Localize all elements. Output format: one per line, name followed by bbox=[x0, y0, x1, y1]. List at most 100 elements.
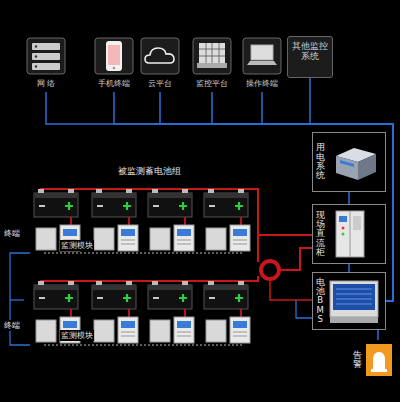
plus-sign bbox=[65, 294, 73, 302]
minus-sign bbox=[209, 297, 215, 299]
battery-cell bbox=[204, 193, 248, 198]
battery-cell bbox=[148, 193, 192, 217]
monitor-module bbox=[177, 229, 191, 236]
bus-line bbox=[44, 253, 244, 254]
monitor-module bbox=[174, 225, 194, 251]
battery-terminal bbox=[208, 281, 214, 285]
monitor-module bbox=[233, 321, 247, 328]
device-icon bbox=[328, 277, 380, 325]
battery-terminal bbox=[182, 189, 188, 193]
battery-terminal bbox=[208, 189, 214, 193]
icon-node: 监控平台 bbox=[190, 36, 234, 92]
node-label: 操作终端 bbox=[240, 79, 284, 88]
minus-sign bbox=[97, 297, 103, 299]
battery-terminal bbox=[96, 189, 102, 193]
icon-node: 云平台 bbox=[138, 36, 182, 92]
node-label: 现场直流柜 bbox=[316, 211, 325, 258]
monitor-module bbox=[177, 321, 191, 328]
part-label: 终端 bbox=[3, 320, 21, 331]
monitor-module bbox=[121, 240, 135, 244]
plus-sign bbox=[123, 202, 131, 210]
battery-cell bbox=[34, 193, 78, 198]
battery-cell bbox=[204, 285, 248, 290]
part-label: 监测模块 bbox=[60, 240, 94, 251]
system-box: 其他监控系统 bbox=[287, 36, 333, 78]
comm-line bbox=[10, 299, 24, 300]
node-label: 云平台 bbox=[138, 79, 182, 88]
minus-sign bbox=[39, 297, 45, 299]
monitor-module bbox=[36, 228, 56, 250]
connector-line bbox=[348, 192, 350, 204]
battery-terminal bbox=[68, 281, 74, 285]
monitor-module bbox=[177, 240, 191, 244]
plus-sign bbox=[65, 202, 73, 210]
battery-cell bbox=[92, 285, 136, 290]
device-icon bbox=[328, 140, 380, 184]
battery-cell bbox=[34, 193, 78, 217]
battery-terminal bbox=[238, 281, 244, 285]
battery-cell bbox=[34, 285, 78, 309]
connector-line bbox=[348, 264, 350, 272]
monitor-module bbox=[233, 240, 247, 244]
device-icon bbox=[328, 208, 372, 260]
battery-cell bbox=[34, 285, 78, 290]
icon-node: 手机终端 bbox=[92, 36, 136, 92]
connector bbox=[349, 264, 350, 272]
part-label: 监测模块 bbox=[60, 330, 94, 341]
battery-wire bbox=[244, 189, 258, 262]
device-icon bbox=[191, 36, 233, 76]
plus-sign bbox=[179, 294, 187, 302]
battery-terminal bbox=[152, 189, 158, 193]
device-icon bbox=[93, 36, 135, 76]
monitor-module bbox=[121, 332, 135, 336]
minus-sign bbox=[39, 205, 45, 207]
battery-terminal bbox=[38, 189, 44, 193]
battery-terminal bbox=[238, 189, 244, 193]
battery-terminal bbox=[68, 189, 74, 193]
device-box: 告警 bbox=[350, 340, 396, 380]
monitor-module bbox=[150, 320, 170, 342]
monitor-module bbox=[177, 332, 191, 336]
power-wire bbox=[280, 248, 312, 270]
battery-cell bbox=[204, 193, 248, 217]
monitor-module bbox=[121, 229, 135, 236]
device-box: 用电系统 bbox=[312, 132, 386, 192]
battery-cell bbox=[92, 285, 136, 309]
connector-line bbox=[310, 78, 393, 301]
device-box: 现场直流柜 bbox=[312, 204, 386, 264]
minus-sign bbox=[153, 205, 159, 207]
icon-node: 操作终端 bbox=[240, 36, 284, 92]
node-label: 手机终端 bbox=[92, 79, 136, 88]
battery-cell bbox=[148, 193, 192, 198]
monitor-module bbox=[63, 229, 77, 236]
monitor-module bbox=[94, 228, 114, 250]
monitor-module bbox=[233, 332, 247, 336]
monitor-module bbox=[206, 320, 226, 342]
monitor-module bbox=[174, 317, 194, 343]
monitor-module bbox=[206, 228, 226, 250]
device-icon bbox=[25, 36, 67, 76]
group-label: 被监测蓄电池组 bbox=[118, 166, 181, 178]
minus-sign bbox=[209, 205, 215, 207]
monitor-module bbox=[230, 225, 250, 251]
monitor-module bbox=[230, 317, 250, 343]
connector bbox=[310, 78, 393, 301]
monitor-module bbox=[118, 225, 138, 251]
plus-sign bbox=[235, 202, 243, 210]
icon-node: 网 络 bbox=[24, 36, 68, 92]
connector bbox=[378, 330, 379, 340]
comm-line bbox=[10, 253, 312, 345]
battery-cell bbox=[92, 193, 136, 198]
plus-sign bbox=[179, 202, 187, 210]
battery-terminal bbox=[126, 189, 132, 193]
battery-terminal bbox=[182, 281, 188, 285]
monitor-module bbox=[121, 321, 135, 328]
battery-terminal bbox=[126, 281, 132, 285]
device-icon bbox=[241, 36, 283, 76]
minus-sign bbox=[153, 297, 159, 299]
bus-line bbox=[44, 345, 244, 346]
plus-sign bbox=[235, 294, 243, 302]
node-label: 告警 bbox=[353, 351, 362, 370]
battery-wire bbox=[244, 276, 258, 281]
part-label: 终端 bbox=[3, 228, 21, 239]
